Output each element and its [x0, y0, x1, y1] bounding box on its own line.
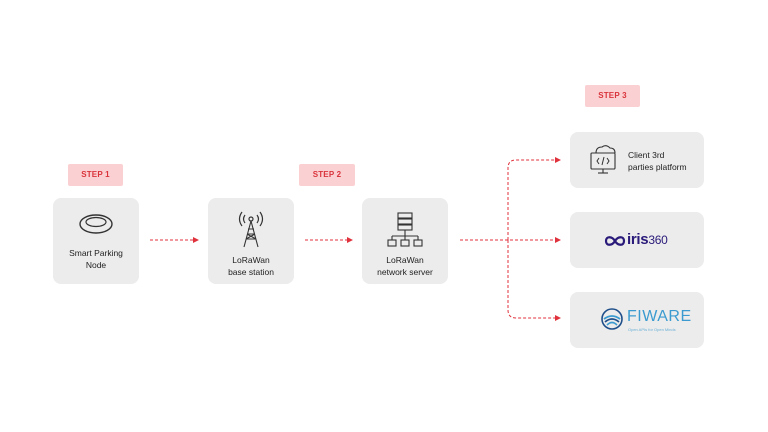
iris360-card: iris360: [570, 212, 704, 268]
fiware-card: FIWARE Open APIs for Open Minds: [570, 292, 704, 348]
parking-node-label-2: Node: [85, 260, 107, 270]
network-server-label-2: network server: [377, 267, 433, 277]
client-label-1: Client 3rd: [628, 150, 665, 160]
arrow-server-to-fiware: [507, 240, 561, 321]
iris-name: iris: [627, 231, 649, 248]
parking-sensor-icon: [53, 212, 139, 236]
cloud-code-monitor-icon: [588, 143, 618, 180]
base-station-card: LoRaWan base station: [208, 198, 294, 284]
step-2-badge: STEP 2: [299, 164, 355, 186]
step-1-badge: STEP 1: [68, 164, 123, 186]
client-platform-card: Client 3rd parties platform: [570, 132, 704, 188]
fiware-logo-icon: [600, 307, 624, 336]
fiware-tagline: Open APIs for Open Minds: [628, 327, 676, 332]
iris-number: 360: [648, 233, 668, 247]
network-server-label-1: LoRaWan: [386, 255, 424, 265]
base-station-label-1: LoRaWan: [232, 255, 270, 265]
fiware-name: FIWARE: [627, 308, 692, 325]
step-3-badge: STEP 3: [585, 85, 640, 107]
infinity-logo-icon: [604, 234, 626, 252]
arrow-server-to-client: [507, 157, 561, 240]
parking-node-card: Smart Parking Node: [53, 198, 139, 284]
parking-node-label-1: Smart Parking: [69, 248, 123, 258]
base-station-label-2: base station: [228, 267, 274, 277]
antenna-tower-icon: [208, 210, 294, 248]
server-network-icon: [362, 212, 448, 248]
network-server-card: LoRaWan network server: [362, 198, 448, 284]
client-label-2: parties platform: [628, 162, 687, 172]
